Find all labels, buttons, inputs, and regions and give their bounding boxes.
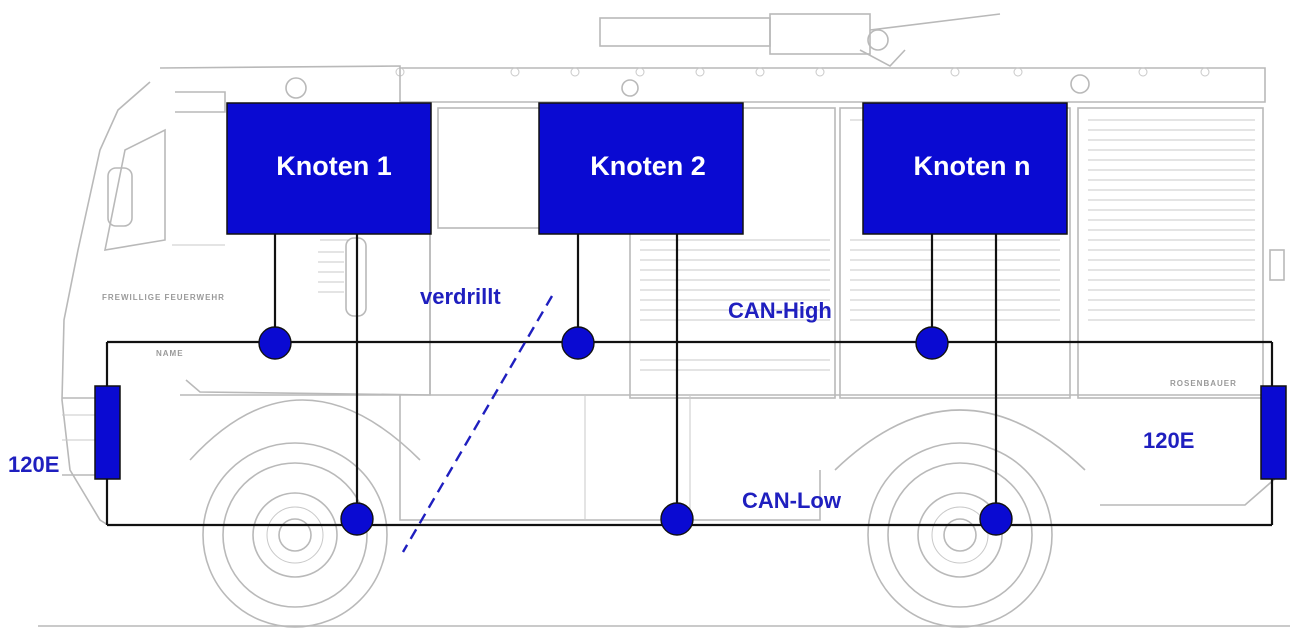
door-text: FREWILLIGE FEUERWEHR (102, 293, 225, 302)
fire-truck-drawing: FREWILLIGE FEUERWEHR NAME ROSENBAUER (38, 13, 1290, 628)
node-2-label: Knoten 2 (590, 151, 706, 181)
node-2-box (538, 102, 744, 235)
terminator-resistor-left (94, 385, 121, 480)
node1-low-junction (340, 502, 374, 536)
brand-text: ROSENBAUER (1170, 379, 1237, 388)
can-bus-wiring (94, 233, 1287, 553)
front-wheel (202, 442, 388, 628)
twist-label: verdrillt (420, 284, 501, 309)
can-high-label: CAN-High (728, 298, 832, 323)
terminator-left-label: 120E (8, 452, 59, 477)
node-1: Knoten 1 (226, 102, 432, 235)
noden-high-junction (915, 326, 949, 360)
terminator-resistor-right (1260, 385, 1287, 480)
terminator-right-label: 120E (1143, 428, 1194, 453)
node-n-label: Knoten n (914, 151, 1031, 181)
node-2: Knoten 2 (538, 102, 744, 235)
rear-wheel (867, 442, 1053, 628)
node-n-box (862, 102, 1068, 235)
name-plate-text: NAME (156, 349, 184, 358)
noden-low-junction (979, 502, 1013, 536)
node1-high-junction (258, 326, 292, 360)
node-1-label: Knoten 1 (276, 151, 392, 181)
node-n: Knoten n (862, 102, 1068, 235)
node2-high-junction (561, 326, 595, 360)
twist-indicator-line (401, 295, 554, 553)
can-low-label: CAN-Low (742, 488, 842, 513)
node2-low-junction (660, 502, 694, 536)
node-1-box (226, 102, 432, 235)
